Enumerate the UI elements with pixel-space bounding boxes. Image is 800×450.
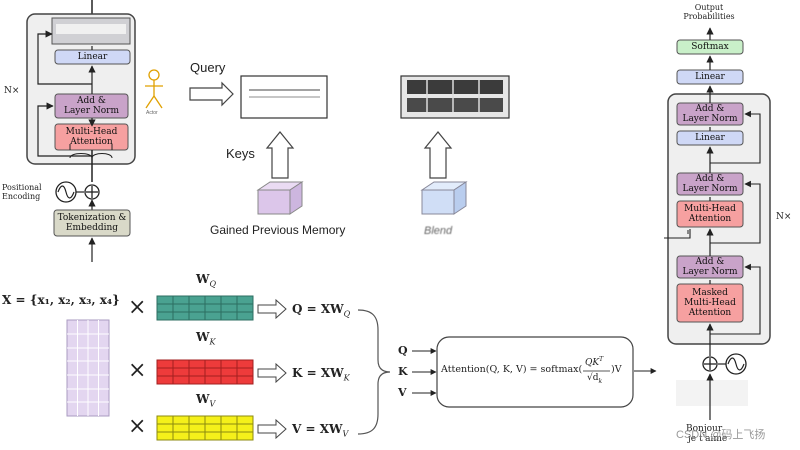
wv-label: WV [196,392,216,409]
k-equation: K = XWK [292,366,350,383]
wv-matrix [156,415,254,441]
actor-label: Actor [146,110,158,116]
qkv-block [66,295,657,441]
decoder-linear-inner-label: Linear [695,133,725,143]
decoder-softmax-label: Softmax [691,42,729,52]
wq-matrix [156,295,254,321]
q-input-label: Q [398,344,408,357]
memory-cube-icon [256,181,304,215]
times-icon-v: × [128,414,147,439]
attention-formula-tail: )V [611,364,622,375]
wq-label: WQ [196,272,217,289]
watermark: CSDN @码上飞扬 [676,429,766,441]
blend-cube-icon [420,181,468,215]
encoder-mha-label: Multi-Head Attention [65,127,118,147]
actor-icon [145,69,163,109]
keys-label: Keys [226,146,255,161]
v-equation: V = XWV [292,422,349,439]
wk-label: WK [196,330,216,347]
decoder-block [664,27,771,420]
times-icon-k: × [128,358,147,383]
q-equation: Q = XWQ [292,302,351,319]
positional-encoding-label: Positional Encoding [2,183,42,201]
decoder-n-label: N× [776,212,792,222]
blend-arrow [423,131,453,179]
attention-frac-num: QKT [585,356,604,368]
decoder-input-1: Bonjour [686,424,723,434]
tokenization-box [53,209,131,237]
query-label: Query [190,60,226,75]
tokenization-label: Tokenization & Embedding [57,213,127,233]
encoder-addnorm-label: Add & Layer Norm [63,96,120,116]
decoder-addnorm1-label: Add & Layer Norm [682,104,738,124]
x-matrix [66,319,110,417]
output-probabilities-label: Output Probabilities [683,3,735,21]
query-arrow [189,81,234,107]
decoder-mha-label: Multi-Head Attention [684,204,736,224]
memory-label: Gained Previous Memory [210,223,346,237]
decoder-input-2: je t'aime [688,434,728,444]
attention-frac-den: √dk [587,373,603,385]
wk-matrix [156,359,254,385]
memory-block [145,69,510,215]
encoder-n-label: N× [4,86,20,96]
v-input-label: V [398,386,407,399]
k-input-label: K [398,365,408,378]
keys-arrow [265,131,295,179]
decoder-addnorm2-label: Add & Layer Norm [682,174,738,194]
decoder-addnorm3-label: Add & Layer Norm [682,257,738,277]
times-icon-q: × [128,295,147,320]
x-equation: X = {x₁, x₂, x₃, x₄} [2,293,120,307]
blend-label: Blend [424,225,453,237]
encoder-linear-label: Linear [77,52,108,62]
decoder-linear-top-label: Linear [695,72,725,82]
encoder-block [26,0,136,262]
attention-box [436,336,634,408]
decoder-masked-label: Masked Multi-Head Attention [684,288,736,318]
attention-formula-head: Attention(Q, K, V) = softmax( [441,364,583,375]
